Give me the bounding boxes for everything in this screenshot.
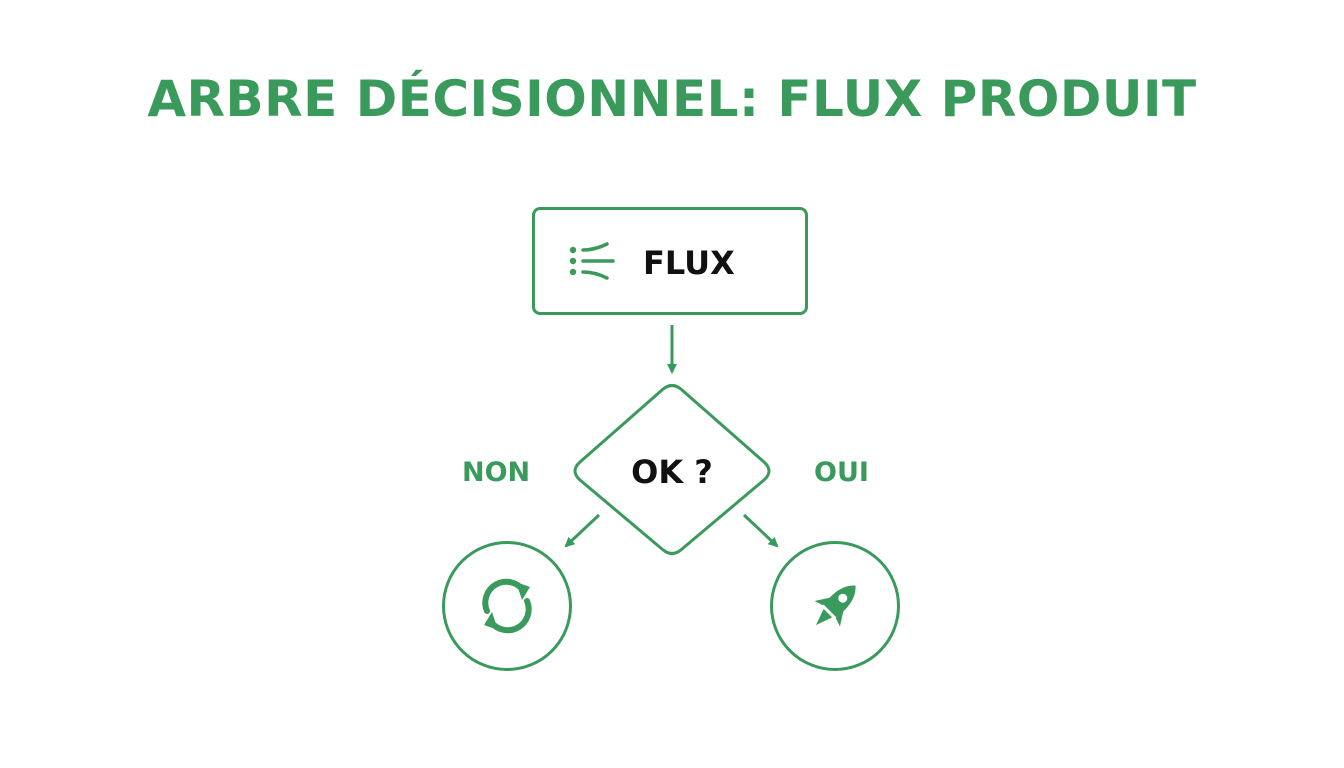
diagram-title: ARBRE DÉCISIONNEL: FLUX PRODUIT (147, 70, 1197, 128)
outcome-node-retry (442, 541, 572, 671)
start-node-flux: FLUX (532, 207, 808, 315)
arrow-yes-branch (742, 513, 779, 548)
outcome-node-launch (770, 541, 900, 671)
start-node-label: FLUX (643, 244, 735, 282)
branch-label-no: NON (462, 457, 531, 488)
arrow-no-branch (564, 513, 601, 548)
refresh-cycle-icon (482, 578, 532, 634)
rocket-icon (814, 585, 856, 627)
flow-lines-icon (569, 242, 615, 280)
decision-diamond (573, 384, 771, 555)
branch-label-yes: OUI (814, 457, 869, 488)
decision-label: OK ? (631, 453, 713, 491)
